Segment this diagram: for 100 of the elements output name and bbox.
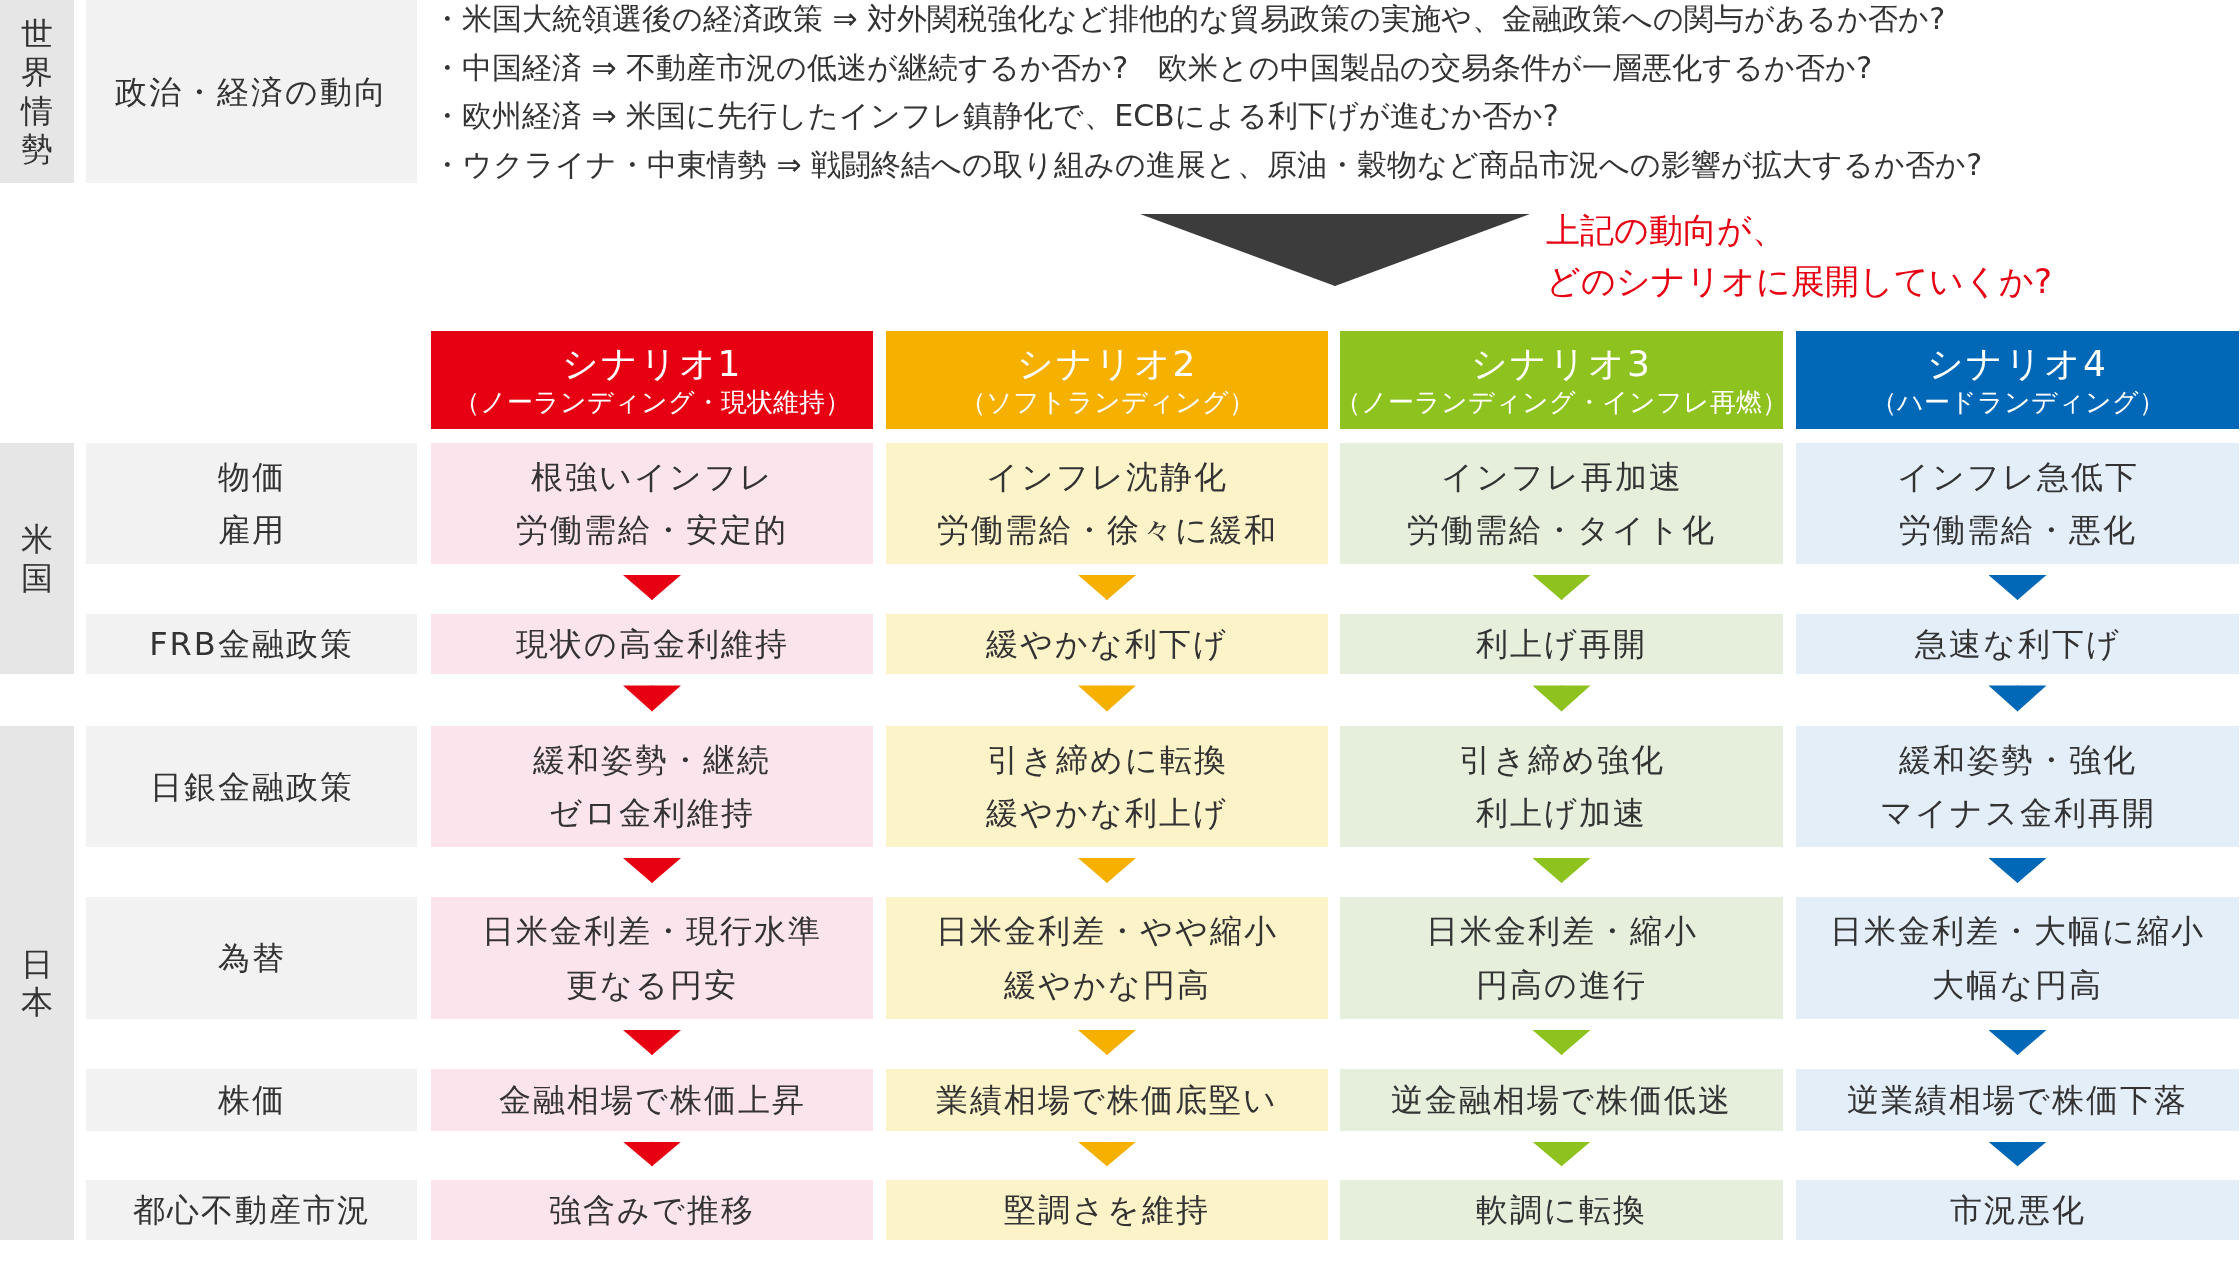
down-arrow <box>1988 1141 2047 1167</box>
scenario-cell <box>1796 443 2239 564</box>
cell-text: 労働需給・タイト化 <box>1407 510 1716 551</box>
cell-text: 日米金利差・縮小 <box>1425 911 1698 951</box>
cell-text: 急速な利下げ <box>1914 624 2121 664</box>
cell-text: 緩やかな円高 <box>1003 965 1211 1005</box>
scenario-cell <box>431 897 873 1019</box>
cell-text: 市況悪化 <box>1949 1190 2086 1230</box>
cell-text: 緩やかな利下げ <box>986 624 1228 664</box>
header-text: シナリオ2 <box>1016 342 1198 387</box>
bullet-text: ・中国経済 ⇒ 不動産市況の低迷が継続するか否か? 欧米との中国製品の交易条件が一層悪化するか否か? <box>432 48 1873 86</box>
bullet-text: ・ウクライナ・中東情勢 ⇒ 戦闘終結への取り組みの進展と、原油・穀物など商品市況への影響が拡大するか否か? <box>432 145 1983 183</box>
down-arrow <box>623 684 681 712</box>
question-note: 上記の動向が、どのシナリオに展開していくか? <box>1546 209 2053 303</box>
cell-text: FRB金融政策 <box>149 624 354 664</box>
header-text: （ノーランディング・インフレ再燃） <box>1335 386 1788 419</box>
cell-text: インフレ再加速 <box>1440 456 1683 497</box>
cell-text: マイナス金利再開 <box>1879 793 2156 834</box>
scenario-cell <box>886 726 1328 847</box>
header-text: （ソフトランディング） <box>959 386 1255 419</box>
down-arrow <box>623 857 681 884</box>
scenario-cell <box>1340 614 1783 674</box>
down-arrow <box>1078 684 1136 712</box>
cell-text: 逆業績相場で株価下落 <box>1847 1080 2188 1120</box>
cell-text: 労働需給・徐々に緩和 <box>936 510 1278 551</box>
down-arrow <box>1140 213 1530 287</box>
down-arrow <box>1532 1029 1591 1056</box>
scenario-cell <box>431 1180 873 1240</box>
cell-text: 緩和姿勢・強化 <box>1898 739 2137 780</box>
down-arrow <box>1532 1141 1591 1167</box>
cell-text: 日米金利差・現行水準 <box>482 911 822 951</box>
cell-text: 金融相場で株価上昇 <box>498 1080 806 1120</box>
cell-text: 労働需給・安定的 <box>516 510 788 551</box>
scenario-cell <box>1340 443 1783 564</box>
cell-text: 大幅な円高 <box>1932 965 2103 1005</box>
section-title: 日本 <box>20 944 54 1022</box>
scenario-cell <box>1340 897 1783 1019</box>
down-arrow <box>1078 857 1136 884</box>
cell-text: 為替 <box>217 938 286 978</box>
cell-text: 強含みで推移 <box>549 1190 755 1230</box>
scenario-header <box>886 331 1328 429</box>
header-text: シナリオ3 <box>1471 342 1652 387</box>
scenario-cell <box>1340 1069 1783 1131</box>
scenario-cell <box>1796 726 2239 847</box>
scenario-cell <box>886 1180 1328 1240</box>
header-text: シナリオ1 <box>561 342 743 387</box>
down-arrow <box>1078 1029 1136 1056</box>
bullet-text: ・欧州経済 ⇒ 米国に先行したインフレ鎮静化で、ECBによる利下げが進むか否か? <box>432 97 1559 135</box>
scenario-cell <box>1340 726 1783 847</box>
scenario-cell <box>886 1069 1328 1131</box>
down-arrow <box>1988 1029 2047 1056</box>
cell-text: 更なる円安 <box>566 965 738 1005</box>
scenario-cell <box>886 614 1328 674</box>
down-arrow <box>1532 574 1591 601</box>
scenario-cell <box>1796 1180 2239 1240</box>
cell-text: 引き締め強化 <box>1458 739 1665 780</box>
scenario-header <box>1340 331 1783 429</box>
cell-text: 軟調に転換 <box>1476 1190 1647 1230</box>
cell-text: 都心不動産市況 <box>132 1190 371 1230</box>
scenario-cell <box>1340 1180 1783 1240</box>
scenario-cell <box>886 443 1328 564</box>
scenario-cell <box>431 726 873 847</box>
cell-text: ゼロ金利維持 <box>549 793 755 834</box>
section-band <box>0 726 74 1240</box>
cell-text: 根強いインフレ <box>530 456 774 497</box>
scenario-cell <box>1796 1069 2239 1131</box>
down-arrow <box>1532 857 1591 884</box>
down-arrow <box>1988 857 2047 884</box>
header-text: （ノーランディング・現状維持） <box>453 386 851 419</box>
cell-text: 利上げ加速 <box>1476 793 1647 834</box>
down-arrow <box>1078 1141 1136 1167</box>
scenario-cell <box>1796 897 2239 1019</box>
cell-text: 日米金利差・やや縮小 <box>936 911 1278 951</box>
cell-text: 株価 <box>217 1080 286 1120</box>
cell-text: 逆金融相場で株価低迷 <box>1391 1080 1732 1120</box>
cell-text: 引き締めに転換 <box>986 739 1228 780</box>
cell-text: 日米金利差・大幅に縮小 <box>1830 911 2205 951</box>
cell-text: インフレ沈静化 <box>986 456 1228 497</box>
section-title: 米国 <box>20 520 54 597</box>
down-arrow <box>1988 574 2047 601</box>
scenario-cell <box>431 443 873 564</box>
cell-text: 現状の高金利維持 <box>515 624 789 664</box>
header-text: シナリオ4 <box>1927 342 2108 387</box>
scenario-cell <box>886 897 1328 1019</box>
cell-text: 緩和姿勢・継続 <box>533 739 771 780</box>
section-band <box>0 0 74 183</box>
scenario-header <box>1796 331 2239 429</box>
cell-text: 堅調さを維持 <box>1004 1190 1210 1230</box>
scenario-cell <box>1796 614 2239 674</box>
cell-text: 円高の進行 <box>1476 965 1647 1005</box>
cell-text: 業績相場で株価底堅い <box>936 1080 1278 1120</box>
header-text: （ハードランディング） <box>1870 386 2165 419</box>
cell-text: 政治・経済の動向 <box>115 71 388 112</box>
down-arrow <box>1078 574 1136 601</box>
cell-text: 日銀金融政策 <box>149 766 354 807</box>
bullet-text: ・米国大統領選後の経済政策 ⇒ 対外関税強化など排他的な貿易政策の実施や、金融政策への関与があるか否か? <box>432 0 1946 38</box>
down-arrow <box>623 1029 681 1056</box>
section-title: 世界情勢 <box>19 14 54 169</box>
scenario-header <box>431 331 873 429</box>
cell-text: 利上げ再開 <box>1476 624 1647 664</box>
